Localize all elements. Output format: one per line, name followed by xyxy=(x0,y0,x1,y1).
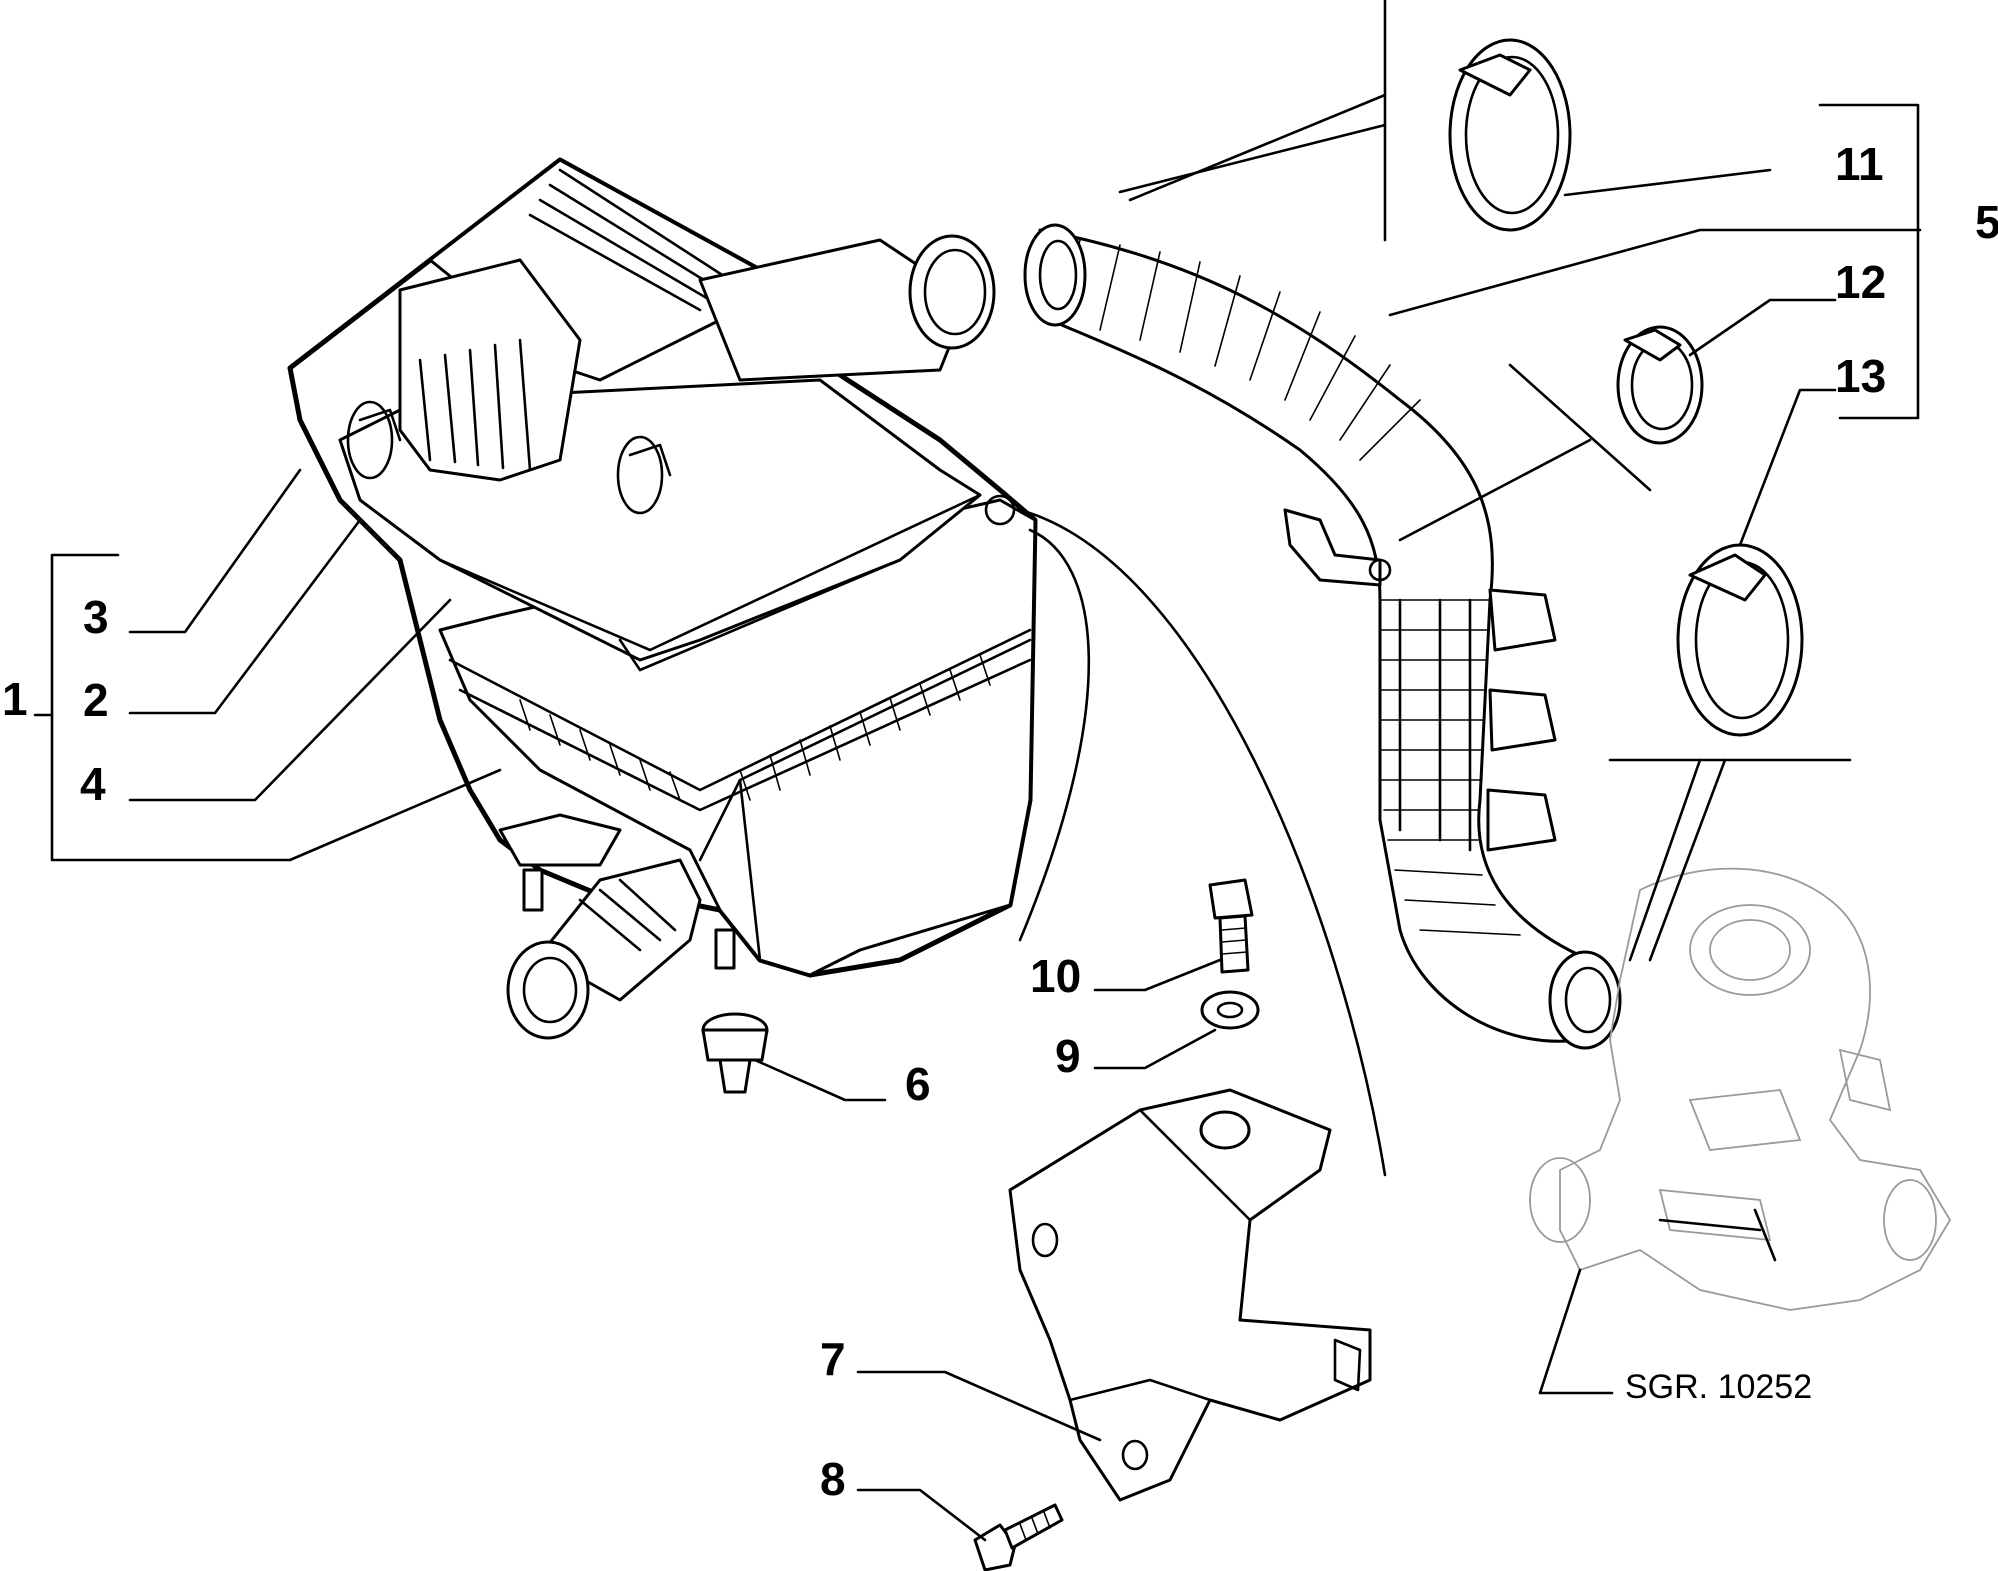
callout-12: 12 xyxy=(1835,256,1886,308)
callout-1: 1 xyxy=(2,673,28,725)
leader-lines xyxy=(33,0,1922,1542)
hose-mount-bracket xyxy=(1283,508,1382,587)
filter-outlet-mouth xyxy=(908,234,996,350)
mounting-stud-left xyxy=(522,868,544,912)
cover-clip xyxy=(346,400,672,515)
callout-6: 6 xyxy=(905,1058,931,1110)
bracket-nut xyxy=(1199,1110,1251,1150)
callout-13: 13 xyxy=(1835,350,1886,402)
mounting-bracket xyxy=(1008,1088,1372,1502)
air-filter-assembly xyxy=(287,157,1038,1040)
bolt-10 xyxy=(1208,878,1254,974)
callout-2: 2 xyxy=(83,674,109,726)
hose-clamp-large xyxy=(1448,38,1572,232)
breather-line xyxy=(1018,528,1091,942)
drain-plug xyxy=(701,1012,769,1094)
mounting-foot-left xyxy=(498,813,622,867)
callout-4: 4 xyxy=(80,758,106,810)
callout-7: 7 xyxy=(820,1333,846,1385)
callout-8: 8 xyxy=(820,1453,846,1505)
callout-9: 9 xyxy=(1055,1030,1081,1082)
turbocharger-reference xyxy=(1529,867,1952,1311)
mounting-boss xyxy=(984,494,1016,526)
callout-11: 11 xyxy=(1835,138,1884,190)
mounting-stud-right xyxy=(714,928,736,970)
washer-9 xyxy=(1200,990,1260,1030)
hose-side-flange xyxy=(1486,588,1557,852)
callout-5: 5 xyxy=(1975,196,1998,248)
bolt-8 xyxy=(973,1503,1064,1571)
callout-10: 10 xyxy=(1030,950,1081,1002)
reference-code: SGR. 10252 xyxy=(1625,1368,1812,1406)
intake-hose xyxy=(1023,223,1622,1050)
hose-clamp-medium xyxy=(1676,543,1804,737)
callout-3: 3 xyxy=(83,591,109,643)
hose-clamp-small xyxy=(1616,325,1704,445)
lower-rim-ribs xyxy=(448,628,1032,812)
vent-line xyxy=(1018,508,1387,1177)
